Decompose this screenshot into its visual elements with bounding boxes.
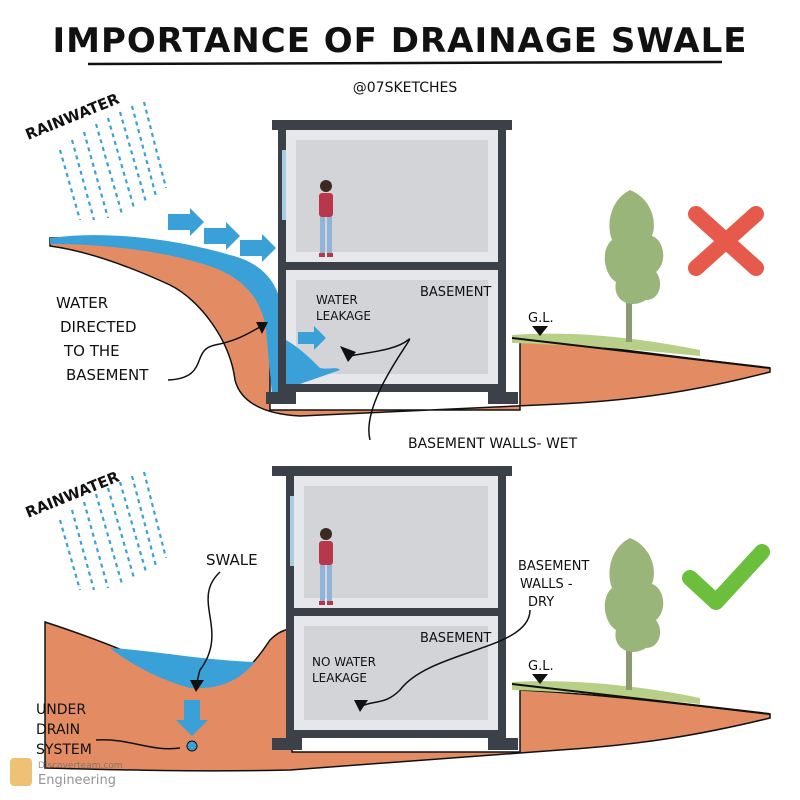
bottom-walls-dry-2: WALLS - [520, 577, 573, 592]
bottom-tree [604, 538, 664, 690]
author-handle: @07SKETCHES [353, 80, 458, 96]
top-person-figure [319, 180, 333, 257]
diagram-title: IMPORTANCE OF DRAINAGE SWALE [52, 21, 747, 61]
top-wet-pointer [349, 338, 411, 441]
top-flow-arrows [168, 208, 276, 262]
watermark: Discoverteam.com Engineering [10, 758, 123, 788]
bottom-walls-dry-3: DRY [528, 595, 554, 610]
check-icon [682, 544, 770, 610]
bottom-noleak-1: NO WATER [312, 655, 376, 669]
bottom-gl-marker [532, 674, 548, 684]
bottom-underdrain-1: UNDER [36, 702, 86, 718]
top-directed-pointer [167, 325, 263, 381]
bottom-drain-pointer [95, 739, 181, 750]
top-directed-4: BASEMENT [66, 366, 149, 384]
top-tree [604, 190, 664, 342]
bottom-swale-water [110, 648, 255, 689]
top-leak-water [286, 340, 340, 384]
bottom-dry-pointer [361, 609, 531, 707]
watermark-line1: Discoverteam.com [38, 761, 123, 771]
bottom-ground-line [511, 683, 771, 715]
bottom-underdrain-2: DRAIN [36, 722, 80, 738]
bottom-person-figure [319, 528, 333, 605]
bottom-building [272, 466, 518, 750]
bottom-swale-label: SWALE [206, 551, 258, 569]
bottom-basement-label: BASEMENT [420, 631, 491, 646]
bottom-rain [58, 471, 168, 591]
bottom-gl-label: G.L. [528, 659, 554, 674]
top-leak-label-1: WATER [316, 293, 358, 307]
bottom-drain-arrow [176, 700, 208, 736]
top-panel: RAINWATER [23, 90, 771, 452]
bottom-swale-pointer [195, 571, 221, 685]
title-underline [87, 60, 723, 66]
top-directed-3: TO THE [63, 342, 120, 360]
top-wet-arrowhead [340, 346, 356, 362]
top-gl-marker [532, 326, 548, 336]
top-leak-label-2: LEAKAGE [316, 309, 371, 323]
bottom-walls-dry-1: BASEMENT [518, 559, 589, 574]
top-directed-1: WATER [56, 294, 108, 312]
top-ground-line [511, 337, 771, 369]
top-basement-label: BASEMENT [420, 285, 491, 300]
bottom-swale-arrowhead [190, 680, 204, 692]
top-rain [58, 101, 168, 221]
cross-icon [688, 206, 764, 276]
top-leak-arrow [298, 326, 326, 350]
bottom-noleak-2: LEAKAGE [312, 671, 367, 685]
bottom-dry-arrowhead [354, 700, 368, 712]
top-directed-arrowhead [256, 322, 268, 334]
watermark-logo [10, 758, 32, 786]
top-walls-wet-label: BASEMENT WALLS- WET [408, 436, 578, 452]
top-grass [512, 333, 700, 356]
bottom-drain-pipe [186, 740, 198, 752]
watermark-line2: Engineering [38, 773, 116, 788]
top-directed-2: DIRECTED [60, 318, 137, 336]
bottom-underdrain-3: SYSTEM [36, 742, 92, 758]
bottom-grass [512, 681, 700, 704]
top-gl-label: G.L. [528, 311, 554, 326]
top-rain-label: RAINWATER [23, 90, 123, 144]
bottom-panel: RAINWATER [23, 466, 771, 772]
